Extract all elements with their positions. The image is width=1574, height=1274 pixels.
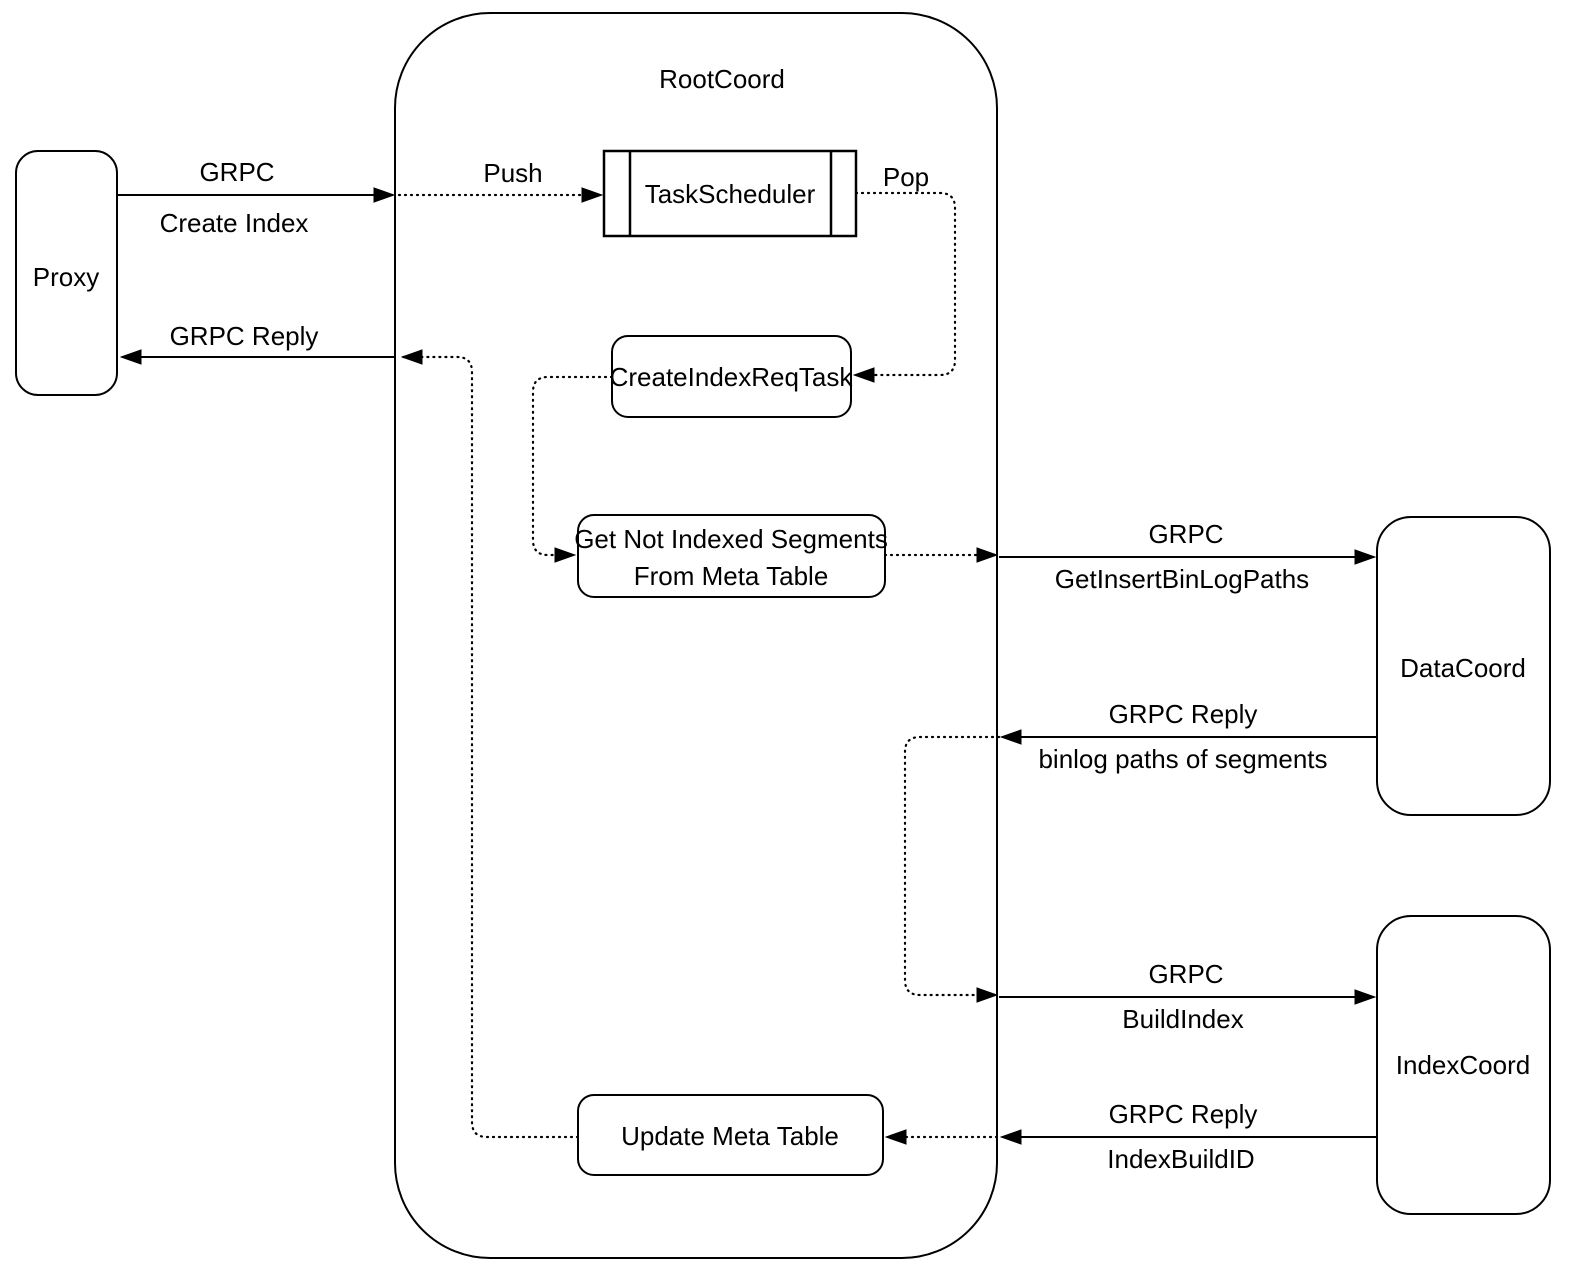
arrow-to-get-not-indexed-segments <box>531 375 614 555</box>
label-grpc-reply-to-proxy: GRPC Reply <box>170 321 319 351</box>
label-grpc-reply-binlog-line2: binlog paths of segments <box>1038 744 1327 774</box>
get-not-indexed-segments-label-line2: From Meta Table <box>634 561 829 591</box>
update-meta-table-node <box>577 1094 884 1176</box>
create-index-req-task-label: CreateIndexReqTask <box>610 362 854 392</box>
label-grpc-create-index-line1: GRPC <box>199 157 274 187</box>
datacoord-node <box>1376 516 1551 816</box>
label-grpc-build-index-line2: BuildIndex <box>1122 1004 1243 1034</box>
label-pop: Pop <box>883 162 929 192</box>
label-grpc-build-index-line1: GRPC <box>1148 959 1223 989</box>
label-grpc-reply-index-build-line2: IndexBuildID <box>1107 1144 1254 1174</box>
proxy-node <box>15 150 118 396</box>
datacoord-label: DataCoord <box>1400 653 1526 683</box>
arrow-update-meta-table-to-reply-boundary <box>403 357 580 1139</box>
proxy-label: Proxy <box>33 262 99 292</box>
label-grpc-reply-index-build-line1: GRPC Reply <box>1109 1099 1258 1129</box>
label-grpc-get-insert-line2: GetInsertBinLogPaths <box>1055 564 1309 594</box>
get-not-indexed-segments-node: Get Not Indexed Segments From Meta Table <box>574 514 888 598</box>
rootcoord-label: RootCoord <box>659 64 785 94</box>
arrow-pop-to-create-index-req-task <box>855 191 957 375</box>
label-push: Push <box>483 158 542 188</box>
indexcoord-label: IndexCoord <box>1396 1050 1530 1080</box>
taskscheduler-label: TaskScheduler <box>645 179 816 209</box>
update-meta-table-label: Update Meta Table <box>621 1121 839 1151</box>
arrow-binlog-reply-to-build-index-boundary <box>903 735 1001 995</box>
taskscheduler-node: TaskScheduler <box>602 149 858 238</box>
rootcoord-container <box>394 12 998 1259</box>
label-grpc-create-index-line2: Create Index <box>160 208 309 238</box>
taskscheduler-box <box>602 149 858 238</box>
label-grpc-get-insert-line1: GRPC <box>1148 519 1223 549</box>
label-grpc-reply-binlog-line1: GRPC Reply <box>1109 699 1258 729</box>
get-not-indexed-segments-label-line1: Get Not Indexed Segments <box>574 524 888 554</box>
indexcoord-node <box>1376 915 1551 1215</box>
